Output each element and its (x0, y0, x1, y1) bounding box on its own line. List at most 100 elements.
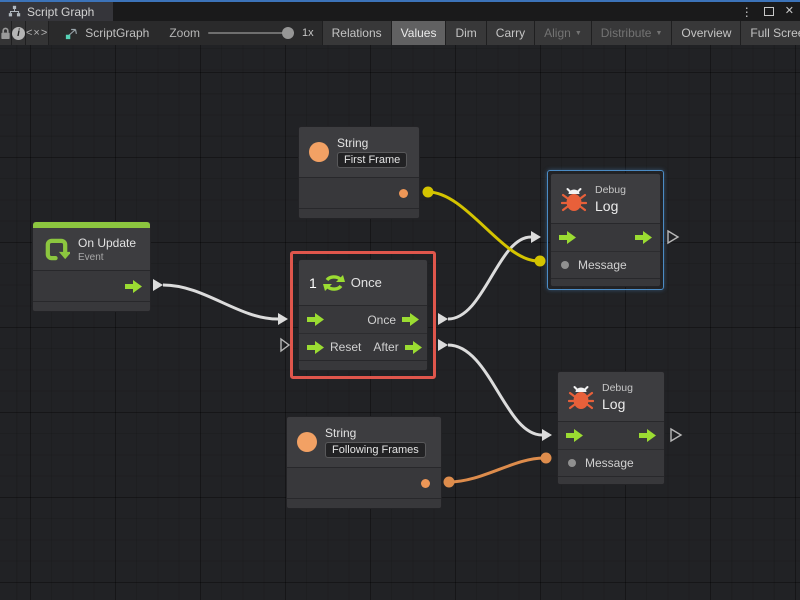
info-icon: i (12, 26, 25, 40)
inspect-button[interactable]: i (12, 21, 26, 45)
graph-hierarchy-icon (8, 5, 21, 17)
flow-out-port-icon[interactable] (402, 313, 419, 326)
event-color-bar (33, 222, 150, 228)
wire-start-arrow[interactable] (438, 339, 448, 351)
once-header: 1 Once (299, 260, 427, 305)
node-title: Once (350, 275, 382, 290)
zoom-slider-handle[interactable] (282, 27, 294, 39)
node-debug-log-bottom[interactable]: Debug Log Message (557, 371, 665, 485)
string-top-header: String First Frame (299, 127, 419, 177)
flow-out-port-icon[interactable] (635, 231, 652, 244)
distribute-button[interactable]: Distribute ▼ (591, 21, 673, 45)
titlebar: Script Graph ⋮ ✕ (0, 2, 800, 21)
overview-button[interactable]: Overview (672, 21, 742, 45)
graph-toolbar: i <×> ScriptGraph Zoom 1x Relations Valu… (0, 21, 800, 45)
flow-out-port-icon[interactable] (639, 429, 656, 442)
distribute-button-label: Distribute (600, 26, 652, 40)
unconnected-port-triangle-debug-bottom[interactable] (670, 427, 683, 443)
string-value-field[interactable]: First Frame (337, 152, 408, 168)
wire-string-to-message-top[interactable] (427, 190, 539, 263)
wire-start-arrow[interactable] (438, 313, 448, 325)
string-type-icon (309, 142, 329, 162)
node-once[interactable]: 1 Once Once (298, 259, 428, 371)
wire-string-to-message-bottom[interactable] (448, 456, 545, 484)
graph-canvas[interactable]: On Update Event String First (0, 45, 800, 600)
node-string-following-frames[interactable]: String Following Frames (286, 416, 442, 509)
tab-script-graph[interactable]: Script Graph (0, 2, 113, 21)
node-title: String (337, 136, 369, 150)
dim-button[interactable]: Dim (446, 21, 487, 45)
unconnected-port-triangle-reset[interactable] (280, 337, 291, 353)
flow-in-port-icon[interactable] (566, 429, 583, 442)
highlight-outline-debug-top: Debug Log (547, 170, 664, 290)
wire-after-to-debug-bottom[interactable] (447, 343, 543, 437)
close-icon[interactable]: ✕ (784, 5, 794, 17)
window-accent-line (0, 0, 800, 2)
graph-asset[interactable]: ScriptGraph (49, 21, 162, 45)
once-output-label: Once (367, 312, 396, 327)
debug-bottom-header: Debug Log (558, 372, 664, 421)
debug-top-body: Message (551, 223, 660, 278)
node-subtitle: Event (78, 251, 104, 263)
message-in-port[interactable] (561, 261, 569, 269)
window-menu-icon[interactable]: ⋮ (740, 4, 753, 19)
flow-in-port-icon[interactable] (559, 231, 576, 244)
node-title: String (325, 426, 357, 440)
full-screen-button[interactable]: Full Screen (741, 21, 800, 45)
message-in-port[interactable] (568, 459, 576, 467)
carry-button[interactable]: Carry (486, 21, 536, 45)
node-string-first-frame[interactable]: String First Frame (298, 126, 420, 219)
zoom-slider[interactable] (208, 26, 294, 40)
on-update-loop-icon (45, 238, 70, 260)
wire-on-update-to-once[interactable] (162, 283, 279, 321)
zoom-control: Zoom 1x (161, 21, 323, 45)
chevron-down-icon: ▼ (574, 29, 582, 37)
node-footer (551, 278, 660, 286)
debug-bottom-body: Message (558, 421, 664, 476)
chevron-down-icon: ▼ (655, 29, 663, 37)
zoom-value: 1x (302, 27, 314, 39)
reset-input-label: Reset (330, 340, 362, 354)
node-on-update[interactable]: On Update Event (32, 221, 151, 312)
maximize-icon[interactable] (763, 7, 774, 16)
selection-outline-once: 1 Once Once (290, 251, 436, 379)
flow-out-port-icon[interactable] (404, 340, 422, 354)
wire-value-dot[interactable] (422, 186, 434, 198)
flow-out-port-icon[interactable] (125, 279, 142, 293)
message-input-label: Message (578, 258, 627, 272)
graph-asset-name: ScriptGraph (85, 26, 150, 40)
once-cycle-icon (322, 274, 345, 291)
once-count-badge: 1 (309, 274, 317, 291)
zoom-slider-track[interactable] (208, 32, 294, 34)
unconnected-port-triangle-debug-top[interactable] (667, 229, 680, 245)
wire-value-dot[interactable] (534, 255, 546, 267)
lock-icon (1, 27, 10, 39)
node-debug-log-top[interactable]: Debug Log (550, 173, 661, 287)
string-out-port[interactable] (399, 188, 408, 198)
wire-value-dot[interactable] (540, 452, 552, 464)
flow-in-port-icon[interactable] (307, 340, 324, 354)
node-title: Log (602, 395, 626, 412)
wire-end-arrow[interactable] (278, 313, 288, 325)
flow-in-port-icon[interactable] (307, 313, 324, 326)
wire-once-to-debug-top[interactable] (447, 235, 532, 321)
lock-button[interactable] (0, 21, 12, 45)
after-output-label: After (373, 340, 399, 354)
string-out-port[interactable] (421, 478, 430, 488)
once-body: Once Reset After (299, 305, 427, 360)
relations-button[interactable]: Relations (322, 21, 392, 45)
wire-end-arrow[interactable] (531, 231, 541, 243)
wire-value-dot[interactable] (443, 476, 455, 488)
node-footer (299, 208, 419, 218)
align-button[interactable]: Align ▼ (535, 21, 592, 45)
wire-start-arrow[interactable] (153, 279, 163, 291)
edit-script-button[interactable]: <×> (26, 21, 50, 45)
bug-icon (561, 187, 587, 211)
wire-end-arrow[interactable] (542, 429, 552, 441)
code-icon: <×> (26, 27, 49, 39)
values-button[interactable]: Values (391, 21, 447, 45)
on-update-header: On Update Event (33, 228, 150, 270)
string-value-field[interactable]: Following Frames (325, 442, 426, 458)
node-footer (287, 498, 441, 508)
